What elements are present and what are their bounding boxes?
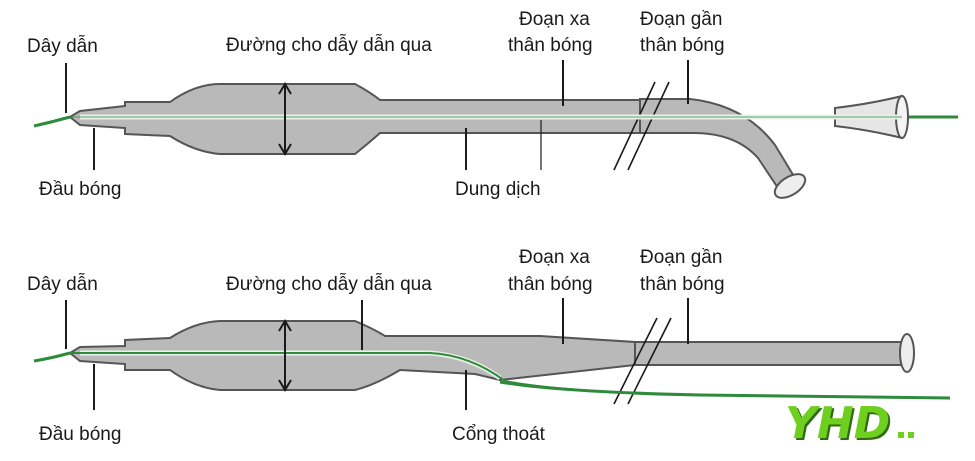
- bottom-diagram: Dây dẫn Đường cho dẫy dẫn qua Đoạn xa th…: [27, 247, 951, 445]
- bottom-balloon-diameter-arrow: [278, 319, 292, 392]
- top-label-tip: Đầu bóng: [39, 179, 121, 200]
- top-label-fluid: Dung dịch: [455, 179, 541, 200]
- top-diagram: Dây dẫn Đường cho dẫy dẫn qua Đoạn xa th…: [27, 9, 958, 200]
- top-label-guidewire-lumen: Đường cho dẫy dẫn qua: [226, 34, 432, 56]
- bottom-proximal-shaft: [634, 341, 906, 366]
- bottom-label-proximal-line1: Đoạn gần: [640, 247, 722, 268]
- logo-text: YHD: [787, 400, 892, 451]
- top-break-mark-2: [627, 81, 670, 171]
- bottom-label-exit-port: Cổng thoát: [452, 424, 546, 445]
- top-break-mark-1: [613, 81, 656, 171]
- logo-dot-1: [898, 432, 904, 438]
- bottom-label-distal-line2: thân bóng: [508, 274, 593, 295]
- bottom-label-tip: Đầu bóng: [39, 424, 121, 445]
- bottom-break-mark-1: [613, 317, 658, 405]
- yhd-logo-icon: YHD YHD: [785, 398, 914, 451]
- bottom-label-guidewire: Dây dẫn: [27, 273, 98, 295]
- top-balloon-diameter-arrow: [278, 82, 292, 156]
- bottom-label-proximal-line2: thân bóng: [640, 274, 725, 295]
- top-label-guidewire: Dây dẫn: [27, 35, 98, 57]
- bottom-break-mark-2: [627, 317, 672, 405]
- top-label-distal-line1: Đoạn xa: [519, 9, 590, 30]
- top-label-proximal-line1: Đoạn gần: [640, 9, 722, 30]
- top-label-proximal-line2: thân bóng: [640, 35, 725, 56]
- top-label-distal-line2: thân bóng: [508, 35, 593, 56]
- top-bent-shaft: [639, 98, 797, 190]
- bottom-label-distal-line1: Đoạn xa: [519, 247, 590, 268]
- top-guidewire-left: [33, 115, 71, 128]
- bottom-shaft-end: [899, 333, 915, 373]
- bottom-guidewire-exit: [499, 380, 951, 400]
- bottom-label-guidewire-lumen: Đường cho dẫy dẫn qua: [226, 273, 432, 295]
- logo-dot-2: [908, 432, 914, 438]
- top-bent-shaft-end: [773, 173, 807, 199]
- bottom-guidewire-left: [33, 351, 71, 363]
- logo-text-front: YHD: [785, 398, 890, 449]
